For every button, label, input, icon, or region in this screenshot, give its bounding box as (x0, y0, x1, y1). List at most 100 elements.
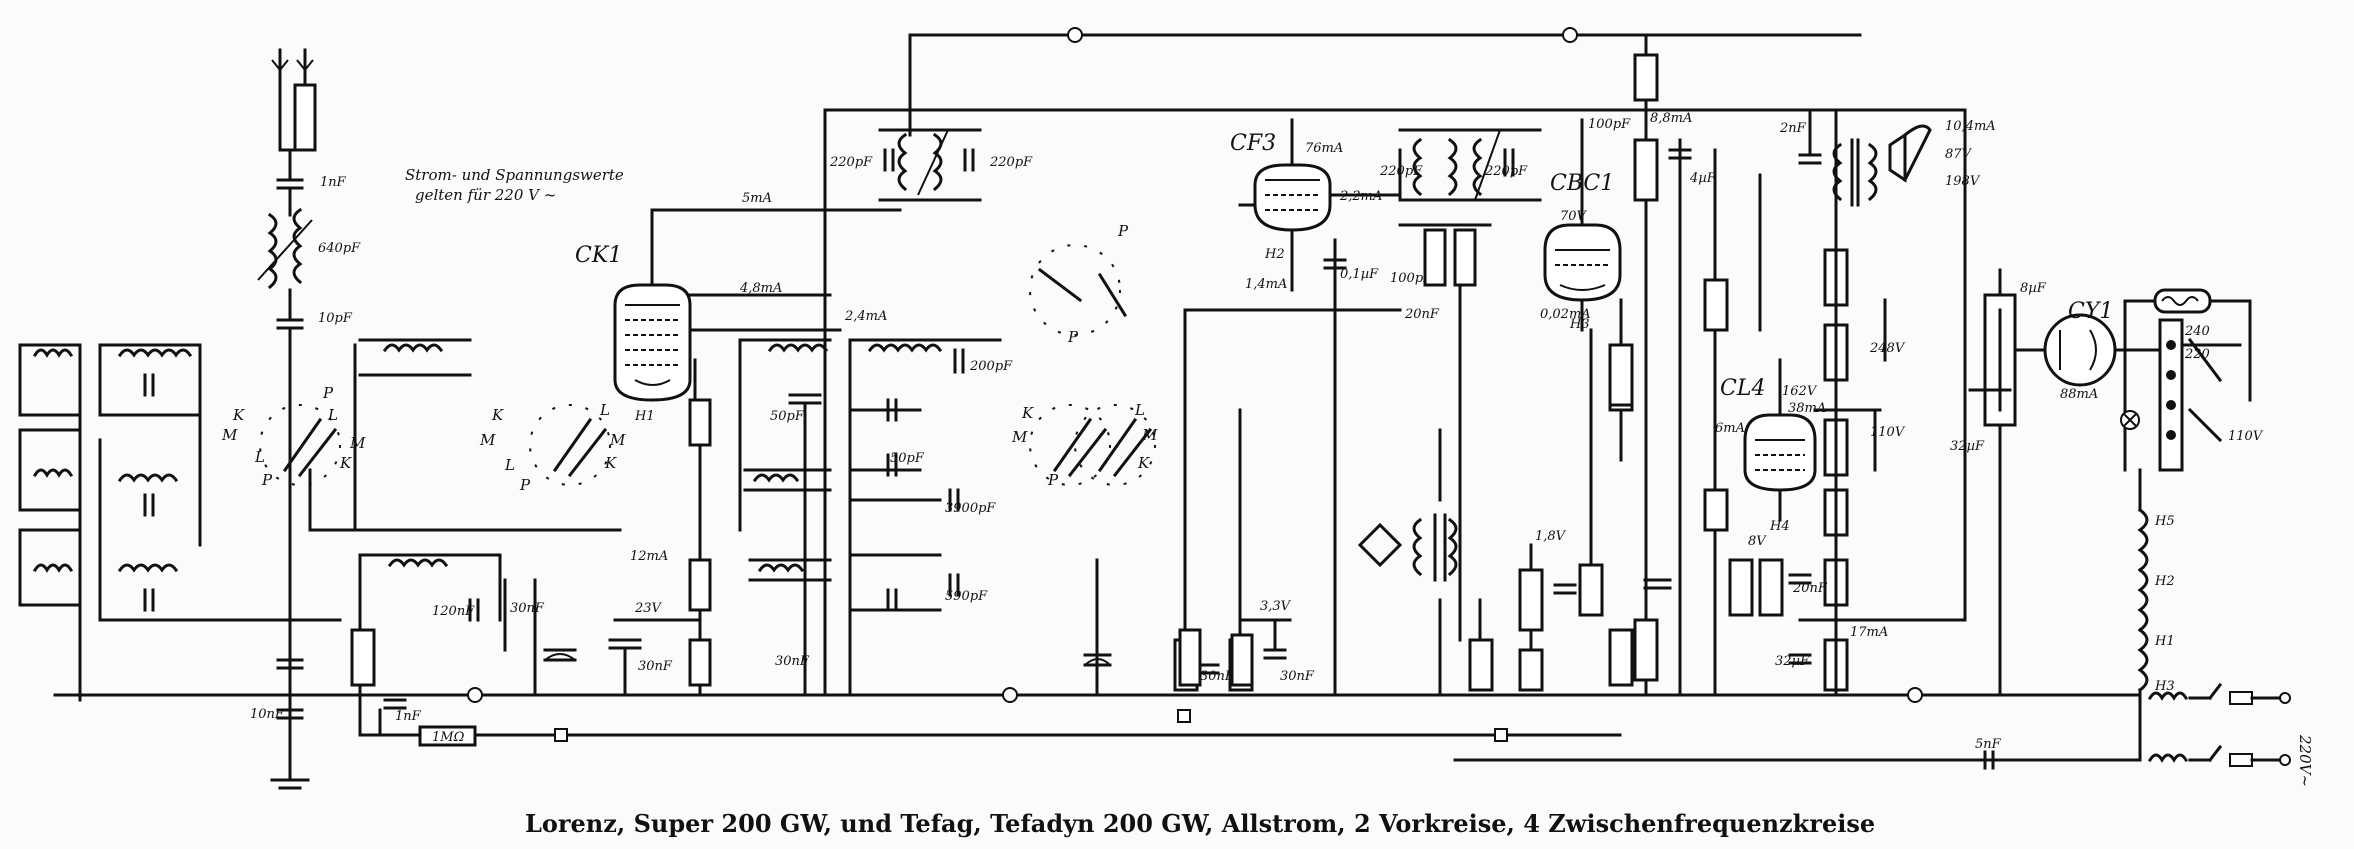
label-cur-5ma: 5mA (742, 191, 772, 206)
tube-label-ck1: CK1 (575, 243, 622, 268)
waveband-switch-2 (529, 404, 611, 486)
label-volt-23v: 23V (634, 601, 663, 616)
tube-label-cbc1: CBC1 (1550, 171, 1614, 196)
avc-network (350, 628, 477, 747)
heater-label-h4: H4 (1769, 519, 1790, 534)
pickup-transformer (1357, 428, 1458, 697)
heater-label-h1: H1 (634, 409, 655, 424)
switch-letter-p: P (322, 384, 334, 402)
label-volt-33v: 3,3V (1260, 599, 1292, 614)
switch-letter-m: M (1011, 428, 1028, 446)
label-cap-590pf: 590pF (945, 589, 988, 604)
label-cap-3900pf: 3900pF (945, 501, 996, 516)
electrolytic-capacitor (1968, 268, 2017, 697)
bus-node (1907, 687, 1923, 703)
label-volt-87v: 87V (1945, 147, 1973, 162)
label-cap-1nf: 1nF (395, 709, 422, 724)
heater-label-h5: H5 (2154, 514, 2175, 529)
schematic-caption: Lorenz, Super 200 GW, und Tefag, Tefadyn… (525, 809, 1875, 838)
label-volt-248v: 248V (1869, 341, 1906, 356)
cf3-network (1173, 238, 1402, 697)
cbc1-network (1458, 283, 1634, 692)
label-cap-32uf: 32µF (1775, 654, 1810, 669)
waveband-switch-1 (259, 343, 622, 532)
bus-node (1002, 687, 1018, 703)
heater-label-h2: H2 (2154, 574, 2175, 589)
label-cur-17ma: 17mA (1850, 625, 1888, 640)
switch-letter-p: P (519, 476, 531, 494)
label-cap-100pf: 100pF (1390, 271, 1433, 286)
label-cap-8uf: 8µF (2020, 281, 2047, 296)
note-line-1: Strom- und Spannungswerte (405, 166, 624, 184)
label-volt-18v: 1,8V (1535, 529, 1567, 544)
tuning-capacitors (543, 558, 1112, 697)
label-cap-220pf: 220pF (989, 155, 1033, 170)
label-cur-76ma: 76mA (1305, 141, 1343, 156)
label-volt-70v: 70V (1560, 209, 1588, 224)
label-cap-10nf: 10nF (250, 707, 285, 722)
antenna-section (257, 48, 317, 790)
barretter-lamp (2123, 288, 2252, 472)
switch-letter-m: M (609, 431, 626, 449)
label-volt-8v: 8V (1748, 534, 1767, 549)
label-cur-22ma: 2,2mA (1339, 189, 1382, 204)
label-cap-50pf: 50pF (890, 451, 925, 466)
switch-letter-k: K (232, 406, 245, 424)
switch-letter-p: P (1067, 328, 1079, 346)
rf-coils-middle (738, 338, 1002, 697)
label-cap-100pf: 100pF (1588, 117, 1631, 132)
note-line-2: gelten für 220 V ~ (415, 186, 556, 204)
label-cap-01uf: 0,1µF (1340, 267, 1379, 282)
label-cap-220pf: 220pF (1379, 164, 1423, 179)
label-cap-30nf: 30nF (775, 654, 810, 669)
if-filter-2 (1398, 128, 1542, 287)
label-volt-220: 220 (2184, 347, 2210, 362)
tube-label-cl4: CL4 (1720, 376, 1765, 401)
resistor (293, 83, 317, 152)
switch-letter-l: L (504, 456, 515, 474)
bus-node (1562, 27, 1578, 43)
label-cap-640pf: 640pF (318, 241, 361, 256)
label-cap-30nf: 30nF (638, 659, 673, 674)
label-volt-240: 240 (2184, 324, 2210, 339)
cl4-network (1703, 108, 1887, 697)
label-cur-12ma: 12mA (630, 549, 668, 564)
switch-letter-l: L (1134, 401, 1145, 419)
label-cur-88ma: 88mA (2060, 387, 2098, 402)
bus-node (1494, 728, 1508, 742)
mains-label: 220V~ (2296, 734, 2314, 787)
label-cap-20nf: 20nF (1404, 307, 1440, 322)
switch-letter-l: L (327, 406, 338, 424)
heater-label-h1: H1 (2154, 634, 2175, 649)
label-cap-32uf: 32µF (1950, 439, 1985, 454)
label-cap-30nf: 30nF (1280, 669, 1315, 684)
label-cap-200pf: 200pF (969, 359, 1013, 374)
switch-letter-k: K (604, 454, 617, 472)
label-volt-110v: 110V (2228, 429, 2264, 444)
tube-cy1 (2013, 313, 2167, 387)
label-cur-38ma: 38mA (1788, 401, 1826, 416)
label-cap-220pf: 220pF (1484, 164, 1528, 179)
input-coils (18, 343, 342, 702)
label-cur-104ma: 10,4mA (1945, 119, 1996, 134)
heater-label-h3: H3 (1569, 317, 1590, 332)
switch-letter-m: M (479, 431, 496, 449)
mains-voltage-selector (2120, 318, 2242, 472)
label-cap-10pf: 10pF (318, 311, 353, 326)
switch-letter-l: L (599, 401, 610, 419)
tube-ck1 (613, 208, 902, 402)
ck1-resistors (608, 293, 842, 697)
bus-node (554, 728, 568, 742)
label-volt-110v: 110V (1870, 425, 1906, 440)
tube-cl4 (1743, 358, 1817, 522)
label-cap-50pf: 50pF (770, 409, 805, 424)
mains-input (2147, 682, 2291, 767)
label-cap-1nf: 1nF (320, 175, 347, 190)
label-volt-198v: 198V (1945, 174, 1981, 189)
label-cur-14ma: 1,4mA (1245, 277, 1287, 292)
tube-label-cf3: CF3 (1230, 131, 1276, 156)
waveband-switch-4 (1074, 404, 1156, 486)
output-transformer (1798, 108, 1932, 207)
tube-cf3 (1238, 118, 1402, 292)
